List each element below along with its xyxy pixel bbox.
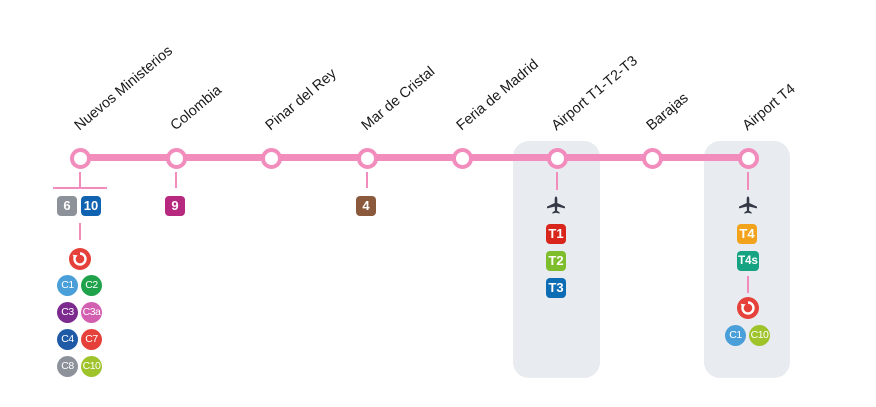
stop-barajas[interactable] <box>642 148 663 169</box>
connector-line <box>747 172 749 190</box>
metro-badge[interactable]: 4 <box>356 196 376 216</box>
station-name: Mar de Cristal <box>358 63 439 135</box>
stop-airport-t4[interactable] <box>738 148 759 169</box>
cercanias-line-badge[interactable]: C3a <box>81 302 102 323</box>
terminal-badge[interactable]: T4 <box>737 224 757 244</box>
station-name: Colombia <box>167 82 225 134</box>
stop-feria-de-madrid[interactable] <box>452 148 473 169</box>
metro-badge[interactable]: 6 <box>57 196 77 216</box>
terminal-badge[interactable]: T2 <box>546 251 566 271</box>
cercanias-line-badge[interactable]: C2 <box>81 275 102 296</box>
cercanias-icon <box>737 297 759 319</box>
connector-line <box>366 172 368 188</box>
line-8-track <box>80 154 748 161</box>
connector-line <box>79 223 81 240</box>
airplane-icon <box>547 196 565 214</box>
cercanias-line-badge[interactable]: C10 <box>81 356 102 377</box>
cercanias-line-badge[interactable]: C10 <box>749 325 770 346</box>
station-name: Pinar del Rey <box>262 65 340 134</box>
metro-badge[interactable]: 9 <box>165 196 185 216</box>
airplane-icon <box>739 196 757 214</box>
station-name: Airport T4 <box>739 80 799 134</box>
stop-pinar-del-rey[interactable] <box>261 148 282 169</box>
cercanias-line-badge[interactable]: C1 <box>725 325 746 346</box>
metro-badge[interactable]: 10 <box>81 196 101 216</box>
station-name: Nuevos Ministerios <box>71 43 176 134</box>
connector-line <box>175 172 177 188</box>
cercanias-line-badge[interactable]: C7 <box>81 329 102 350</box>
terminal-badge[interactable]: T4s <box>737 251 759 271</box>
station-name: Barajas <box>643 90 692 134</box>
connector-line <box>747 276 749 293</box>
station-name: Feria de Madrid <box>453 56 542 134</box>
connector-line <box>79 172 81 188</box>
cercanias-line-badge[interactable]: C1 <box>57 275 78 296</box>
stop-nuevos-ministerios[interactable] <box>70 148 91 169</box>
station-name: Airport T1-T2-T3 <box>548 53 641 134</box>
stop-airport-t123[interactable] <box>547 148 568 169</box>
terminal-badge[interactable]: T3 <box>546 278 566 298</box>
connector-bar <box>53 187 107 189</box>
stop-colombia[interactable] <box>166 148 187 169</box>
cercanias-icon <box>69 248 91 270</box>
connector-line <box>556 172 558 190</box>
terminal-badge[interactable]: T1 <box>546 224 566 244</box>
cercanias-line-badge[interactable]: C8 <box>57 356 78 377</box>
stop-mar-de-cristal[interactable] <box>357 148 378 169</box>
cercanias-line-badge[interactable]: C3 <box>57 302 78 323</box>
cercanias-line-badge[interactable]: C4 <box>57 329 78 350</box>
